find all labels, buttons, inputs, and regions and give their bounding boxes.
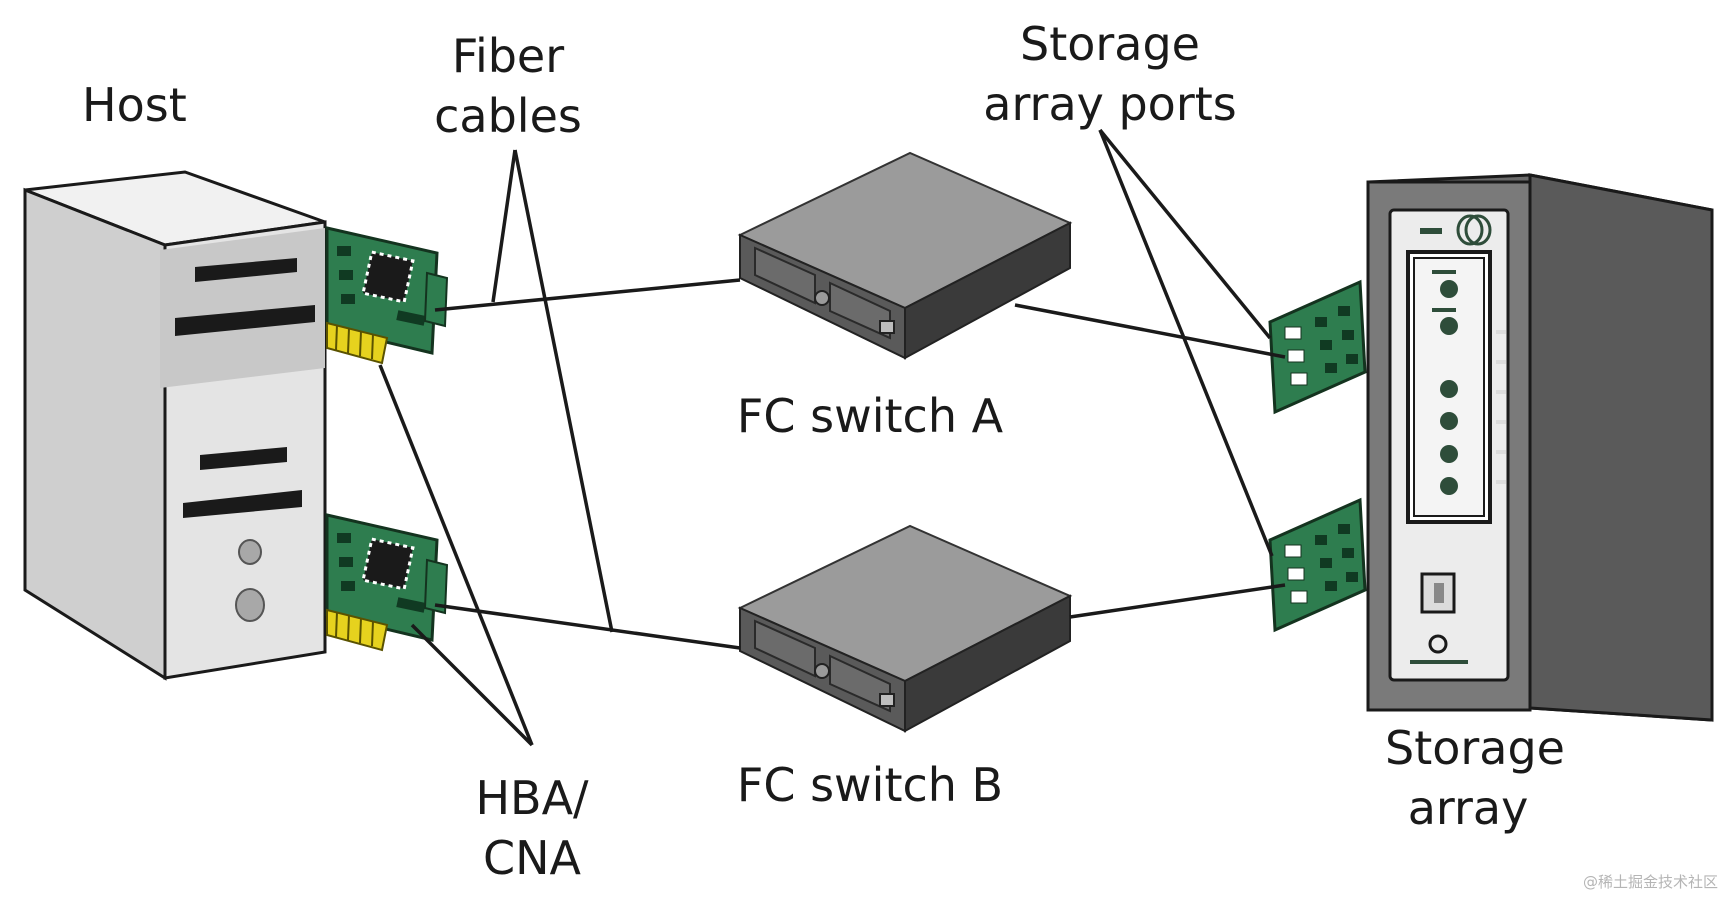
fiber-cables-label-line1: Fiber (451, 29, 565, 83)
fiber-switch-b-to-storage (1069, 583, 1286, 619)
host-tower-icon (23, 170, 327, 681)
fc-switch-a-label: FC switch A (736, 389, 1004, 443)
fiber-cables-label-line2: cables (434, 89, 582, 143)
leader-hba-bottom (410, 623, 534, 747)
leader-fiber-bottom (513, 149, 614, 633)
storage-array-label-line2: array (1407, 781, 1529, 835)
leader-fiber-top (491, 149, 517, 303)
fc-switch-a-icon (739, 152, 1071, 359)
watermark: @稀土掘金技术社区 (1582, 873, 1718, 891)
storage-array-label-line1: Storage (1385, 721, 1565, 775)
hba-card-top-icon (325, 226, 449, 365)
storage-ports-label-line2: array ports (983, 77, 1237, 131)
fiber-host-to-switch-b (434, 603, 741, 650)
leader-hba-top (378, 364, 534, 746)
hba-cna-label-line1: HBA/ (475, 771, 589, 825)
hba-card-bottom-icon (325, 513, 449, 652)
hba-cna-label-line2: CNA (483, 831, 581, 885)
fiber-host-to-switch-a (434, 278, 741, 312)
leader-lines (378, 128, 1274, 747)
fc-switch-b-icon (739, 525, 1071, 732)
fiber-switch-a-to-storage (1014, 303, 1286, 359)
storage-array-icon (1366, 173, 1714, 722)
storage-port-top-icon (1268, 280, 1367, 414)
host-label: Host (82, 78, 187, 132)
fc-switch-b-label: FC switch B (736, 758, 1004, 812)
leader-ports-bottom (1098, 129, 1274, 557)
fiber-connections (434, 278, 1286, 650)
storage-ports-label-line1: Storage (1020, 17, 1200, 71)
leader-ports-top (1098, 128, 1272, 340)
storage-port-bottom-icon (1268, 498, 1367, 632)
